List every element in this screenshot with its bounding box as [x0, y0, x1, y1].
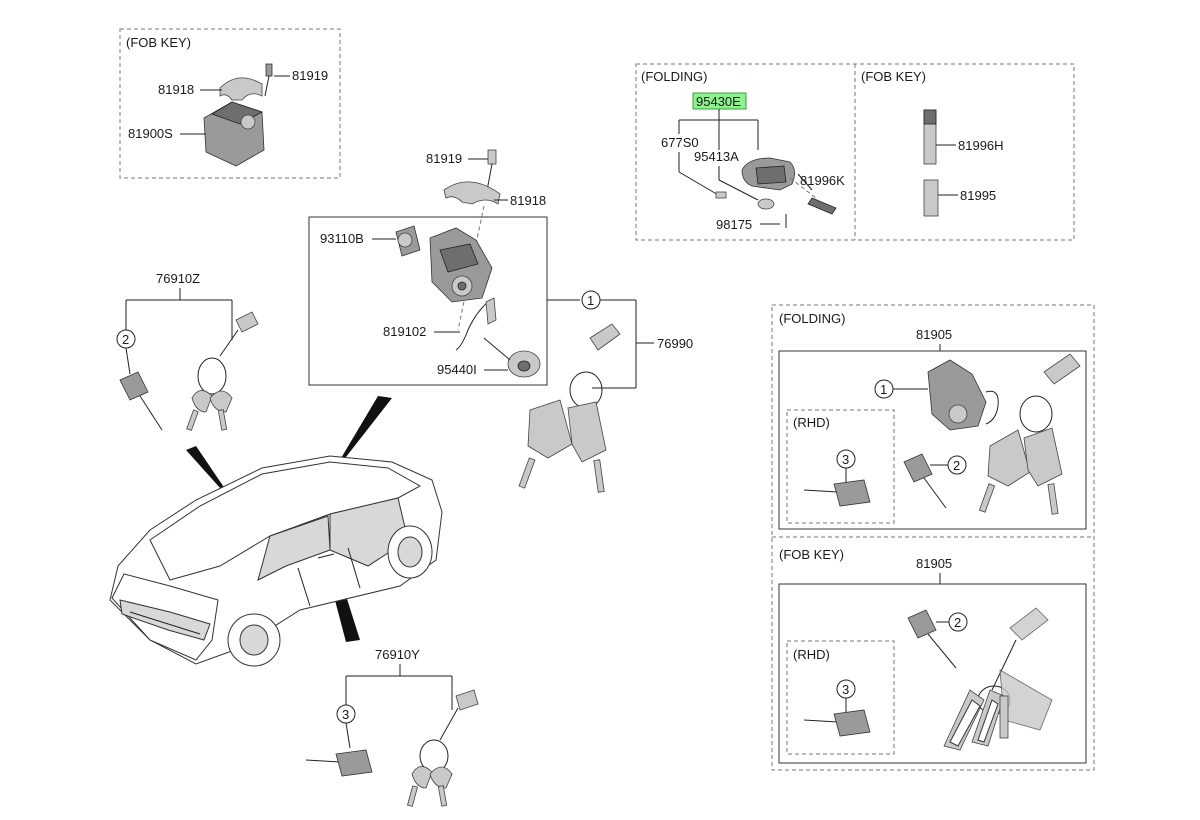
part-label-95430E[interactable]: 95430E	[696, 94, 741, 109]
door-lock-76910Z: 76910Z 2	[116, 271, 259, 431]
part-label-81900S: 81900S	[128, 126, 173, 141]
group-label-fob-key: (FOB KEY)	[126, 35, 191, 50]
part-label-95413A: 95413A	[694, 149, 739, 164]
callout-3-folding: 3	[842, 452, 849, 467]
group-label-rhd-fob: (RHD)	[793, 647, 830, 662]
part-label-76910Y: 76910Y	[375, 647, 420, 662]
folding-lock-set: (FOLDING) 81905 (RHD) 3 1 2	[771, 304, 1095, 771]
callout-2-76910Z: 2	[122, 332, 129, 347]
callout-76990-bracket: 1 76990	[547, 290, 693, 389]
folding-keys-76990	[518, 323, 621, 493]
part-label-81919-center: 81919	[426, 151, 462, 166]
vehicle-illustration	[109, 396, 443, 667]
group-label-fob-key-right: (FOB KEY)	[779, 547, 844, 562]
part-label-81918-center: 81918	[510, 193, 546, 208]
part-label-81919: 81919	[292, 68, 328, 83]
fob-lock-set: (FOB KEY) 81905 (RHD) 3 2	[778, 547, 1087, 764]
door-lock-76910Y: 76910Y 3	[305, 647, 479, 807]
part-label-819102: 819102	[383, 324, 426, 339]
group-label-fob-key-top: (FOB KEY)	[861, 69, 926, 84]
part-label-93110B: 93110B	[320, 231, 364, 246]
part-label-76910Z: 76910Z	[156, 271, 200, 286]
ignition-lock-assembly: 81919 81918 93110B 819102 95440I	[308, 149, 548, 386]
part-label-98175: 98175	[716, 217, 752, 232]
fob-key-group-top-left: (FOB KEY) 81918 81919 81900S	[119, 28, 341, 179]
callout-2-fob: 2	[954, 615, 961, 630]
callout-1-center: 1	[587, 293, 594, 308]
group-label-folding-top: (FOLDING)	[641, 69, 707, 84]
callout-3-76910Y: 3	[342, 707, 349, 722]
callout-3-fob: 3	[842, 682, 849, 697]
part-label-81905-folding: 81905	[916, 327, 952, 342]
remote-key-group: (FOLDING) (FOB KEY) 95430E 677S0 95413A …	[635, 63, 1075, 241]
part-label-76990: 76990	[657, 336, 693, 351]
part-label-81996H: 81996H	[958, 138, 1004, 153]
part-label-81996K: 81996K	[800, 173, 845, 188]
part-label-81918: 81918	[158, 82, 194, 97]
group-label-rhd-folding: (RHD)	[793, 415, 830, 430]
part-label-81995: 81995	[960, 188, 996, 203]
part-label-677S0: 677S0	[661, 135, 699, 150]
callout-1-folding: 1	[880, 382, 887, 397]
part-label-95440I: 95440I	[437, 362, 477, 377]
group-label-folding-right: (FOLDING)	[779, 311, 845, 326]
part-label-81905-fob: 81905	[916, 556, 952, 571]
callout-2-folding: 2	[953, 458, 960, 473]
